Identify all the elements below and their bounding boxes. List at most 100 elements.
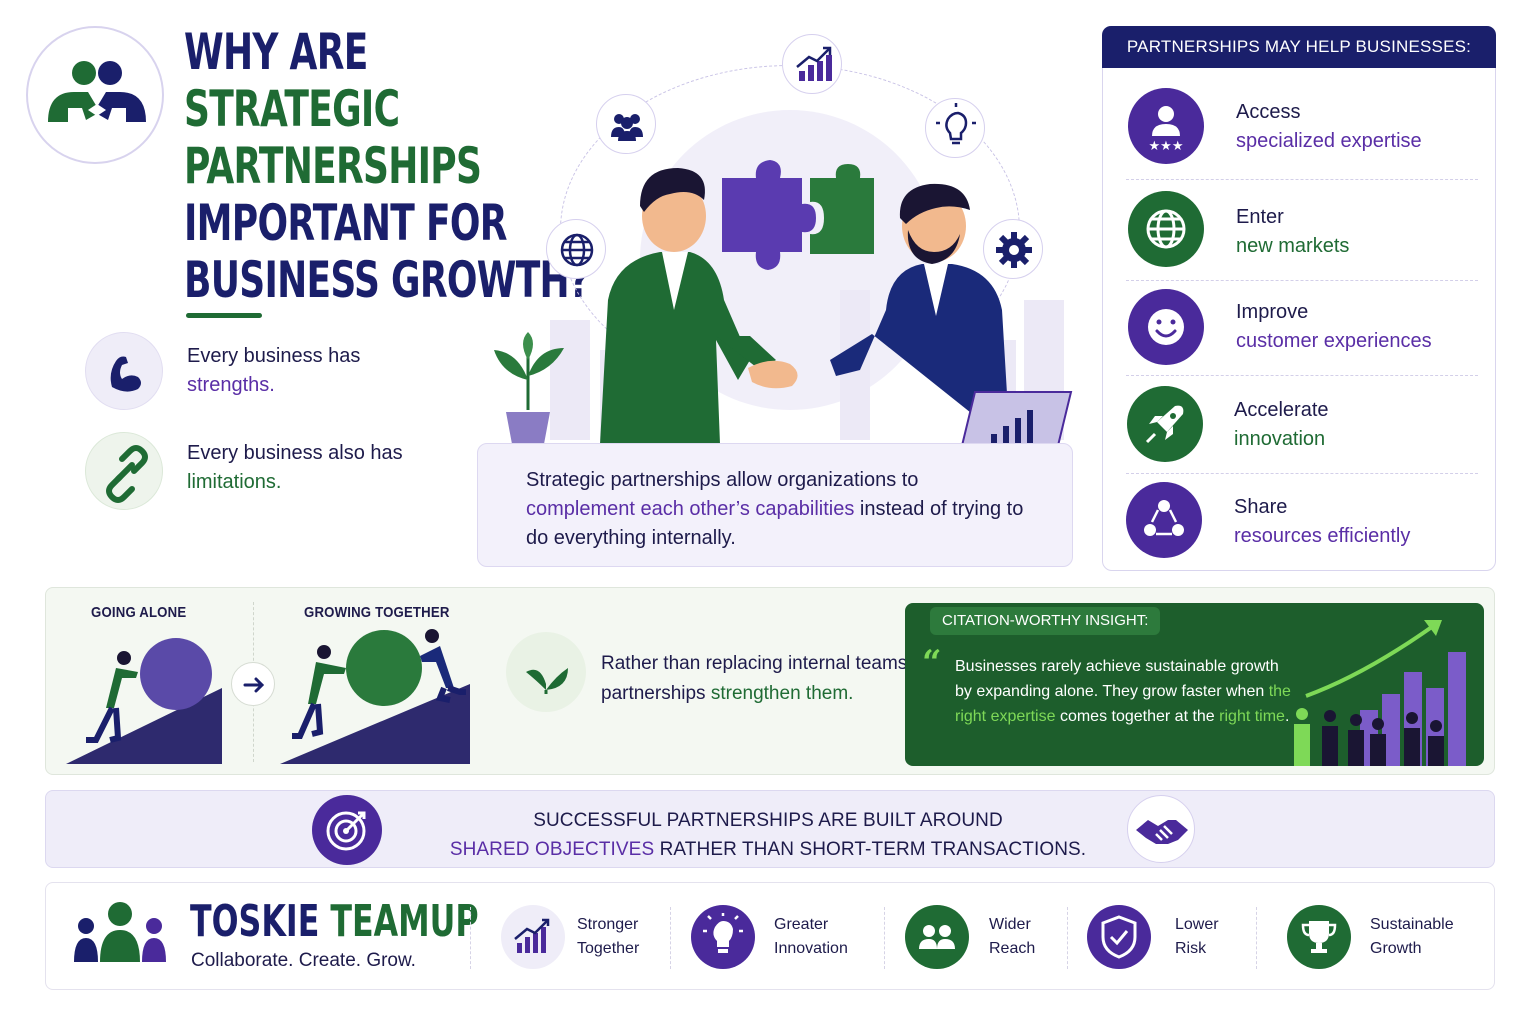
title-line-2: STRATEGIC [184,80,400,138]
footer-item-growth-l1: Sustainable [1370,916,1454,933]
benefit-divider [1126,179,1478,180]
rocket-icon [1127,386,1203,462]
target-icon [312,795,382,865]
banner-line2-rest: RATHER THAN SHORT-TERM TRANSACTIONS. [654,839,1087,860]
globe-orbit-icon [546,219,606,279]
going-alone-illustration [66,638,222,764]
footer-item-stronger-l2: Together [577,940,640,957]
insight-highlight-time: right time [1219,708,1285,725]
handshake-logo [26,26,164,164]
benefit-resources: Share resources efficiently [1234,496,1410,548]
bar-chart-growth-icon [501,905,565,969]
benefit-divider [1126,375,1478,376]
benefit-expertise: Access specialized expertise [1236,101,1422,153]
point-limitations-line2: limitations. [187,471,282,493]
quote-mark-icon: “ [922,643,942,683]
banner-text: SUCCESSFUL PARTNERSHIPS ARE BUILT AROUND… [330,806,1206,864]
trophy-icon [1287,905,1351,969]
growing-together-illustration [280,629,470,764]
leaf-sprout-icon [506,632,586,712]
point-limitations-line1: Every business also has [187,442,403,464]
brand-name-part2: TEAMUP [319,896,479,947]
footer-divider [1256,907,1257,969]
team-group-logo-icon [74,902,166,962]
title-line-5: BUSINESS GROWTH? [184,251,590,309]
footer-item-reach-l1: Wider [989,916,1031,933]
arrow-right-icon [231,662,275,706]
footer-item-reach-l2: Reach [989,940,1036,957]
point-strengths: Every business has strengths. [187,342,360,400]
flexed-arm-icon [85,332,163,410]
growth-team-illustration [1294,620,1466,766]
insight-text-post: . [1284,708,1290,725]
benefit-innovation: Accelerate innovation [1234,399,1329,451]
benefit-resources-verb: Share [1234,496,1288,518]
insight-highlight-expertise: the right expertise [955,683,1291,725]
brand-name-part1: TOSKIE [190,896,320,947]
page-title: WHY ARE STRATEGIC PARTNERSHIPS IMPORTANT… [184,23,590,309]
title-line-3: PARTNERSHIPS [184,137,482,195]
insight-text: Businesses rarely achieve sustainable gr… [955,654,1295,729]
benefit-expertise-verb: Access [1236,101,1301,123]
footer-divider [1067,907,1068,969]
strengthen-statement-highlight: strengthen them. [710,683,854,704]
footer-item-innovation-l2: Innovation [774,940,848,957]
shared-resources-icon [1126,482,1202,558]
footer-item-reach: Wider Reach [989,913,1035,961]
gear-orbit-icon [983,219,1043,279]
benefit-customer: Improve customer experiences [1236,301,1432,353]
benefit-markets: Enter new markets [1236,206,1349,258]
expert-star-icon: ★★★ [1128,88,1204,164]
footer-bar [45,882,1495,990]
benefit-resources-rest: resources efficiently [1234,525,1411,547]
people-group-icon [905,905,969,969]
benefit-customer-rest: customer experiences [1236,330,1432,352]
strengthen-statement-mid: partnerships [601,683,711,704]
benefit-innovation-rest: innovation [1234,428,1326,450]
shared-objectives-banner [45,790,1495,868]
footer-item-growth: Sustainable Growth [1370,913,1454,961]
team-orbit-icon [596,94,656,154]
footer-item-innovation: Greater Innovation [774,913,848,961]
benefit-markets-verb: Enter [1236,206,1284,228]
footer-divider [470,907,471,969]
footer-item-stronger: Stronger Together [577,913,639,961]
shield-check-icon [1087,905,1151,969]
brand-tagline: Collaborate. Create. Grow. [191,950,416,971]
growth-chart-orbit-icon [782,34,842,94]
smiley-icon [1128,289,1204,365]
footer-divider [670,907,671,969]
banner-highlight: SHARED OBJECTIVES [449,839,655,860]
benefit-innovation-verb: Accelerate [1234,399,1329,421]
partners-handshake-illustration [600,168,1010,444]
banner-line1: SUCCESSFUL PARTNERSHIPS ARE BUILT AROUND [533,810,1003,831]
growing-together-label: GROWING TOGETHER [304,604,450,621]
caption-post: instead of trying to do everything inter… [526,498,1024,549]
potted-plant-illustration [494,332,564,444]
point-strengths-line2: strengths. [187,374,275,396]
lightbulb-orbit-icon [925,98,985,158]
benefit-divider [1126,280,1478,281]
point-strengths-line1: Every business has [187,345,361,367]
globe-icon [1128,191,1204,267]
strengthen-statement-line1: Rather than replacing internal teams, [601,653,913,674]
brand-name: TOSKIE TEAMUP [190,897,479,947]
title-line-1: WHY ARE [184,23,368,81]
footer-divider [884,907,885,969]
chain-link-icon [85,432,163,510]
benefit-expertise-rest: specialized expertise [1236,130,1422,152]
footer-item-risk: Lower Risk [1175,913,1219,961]
insight-text-pre: Businesses rarely achieve sustainable gr… [955,658,1279,700]
footer-item-risk-l2: Risk [1175,940,1207,957]
footer-item-innovation-l1: Greater [774,916,829,933]
handshake-people-icon [48,61,146,122]
title-underline [186,313,262,318]
benefit-customer-verb: Improve [1236,301,1309,323]
insight-tag: CITATION-WORTHY INSIGHT: [930,607,1161,635]
going-alone-label: GOING ALONE [91,604,187,621]
benefit-divider [1126,473,1478,474]
capabilities-caption: Strategic partnerships allow organizatio… [477,443,1073,567]
caption-pre: Strategic partnerships allow organizatio… [526,469,919,491]
benefit-markets-rest: new markets [1236,235,1350,257]
puzzle-pieces-illustration [722,160,874,270]
